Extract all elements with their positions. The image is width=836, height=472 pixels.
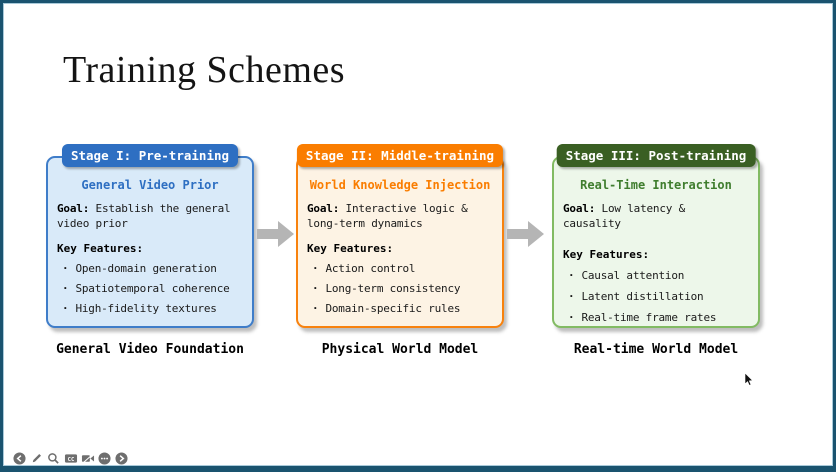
goal-label: Goal: [307,202,340,215]
stage-card-posttraining: Stage III: Post-training Real-Time Inter… [552,144,760,328]
stage-subtitle: Real-Time Interaction [580,178,732,192]
presentation-toolbar: CC [12,450,129,466]
stage-caption: Real-time World Model [573,342,739,357]
page-title: Training Schemes [63,49,346,91]
svg-text:CC: CC [67,456,74,462]
stage-subtitle: World Knowledge Injection [309,178,491,192]
feature-item: High-fidelity textures [57,302,243,315]
search-icon[interactable] [46,451,61,466]
feature-item: Spatiotemporal coherence [57,282,243,295]
feature-item: Long-term consistency [307,282,493,295]
stage-subtitle: General Video Prior [81,178,219,192]
stage-goal: Goal: Establish the general video prior [57,201,243,232]
forward-icon[interactable] [114,451,129,466]
feature-item: Open-domain generation [57,262,243,275]
features-label: Key Features: [307,241,394,255]
stage-header-badge: Stage I: Pre-training [61,144,239,167]
more-icon[interactable] [97,451,112,466]
stage-card-middletraining: Stage II: Middle-training World Knowledg… [296,144,504,328]
goal-label: Goal: [57,202,90,215]
features-label: Key Features: [57,241,144,255]
goal-text: Establish the general video prior [57,202,231,231]
back-icon[interactable] [12,451,27,466]
feature-item: Latent distillation [563,290,749,303]
goal-label: Goal: [563,202,596,215]
stage-goal: Goal: Interactive logic & long-term dyna… [307,201,493,232]
stage-header-badge: Stage II: Middle-training [296,144,504,167]
stage-caption: General Video Foundation [56,342,244,357]
closed-captions-icon[interactable]: CC [63,451,78,466]
flow-arrow-icon [257,220,295,252]
feature-item: Action control [307,262,493,275]
flow-arrow-icon [507,220,545,252]
pen-icon[interactable] [29,451,44,466]
features-label: Key Features: [563,247,650,261]
stage-goal: Goal: Low latency & causality [563,201,749,232]
stage-caption: Physical World Model [321,342,479,357]
feature-item: Domain-specific rules [307,302,493,315]
feature-item: Causal attention [563,269,749,282]
mouse-cursor-icon [744,372,754,391]
feature-item: Real-time frame rates [563,311,749,324]
stage-header-badge: Stage III: Post-training [556,144,756,167]
camera-off-icon[interactable] [80,451,95,466]
stage-card-pretraining: Stage I: Pre-training General Video Prio… [46,144,254,328]
goal-text: Interactive logic & long-term dynamics [307,202,468,231]
goal-text: Low latency & causality [563,202,686,231]
